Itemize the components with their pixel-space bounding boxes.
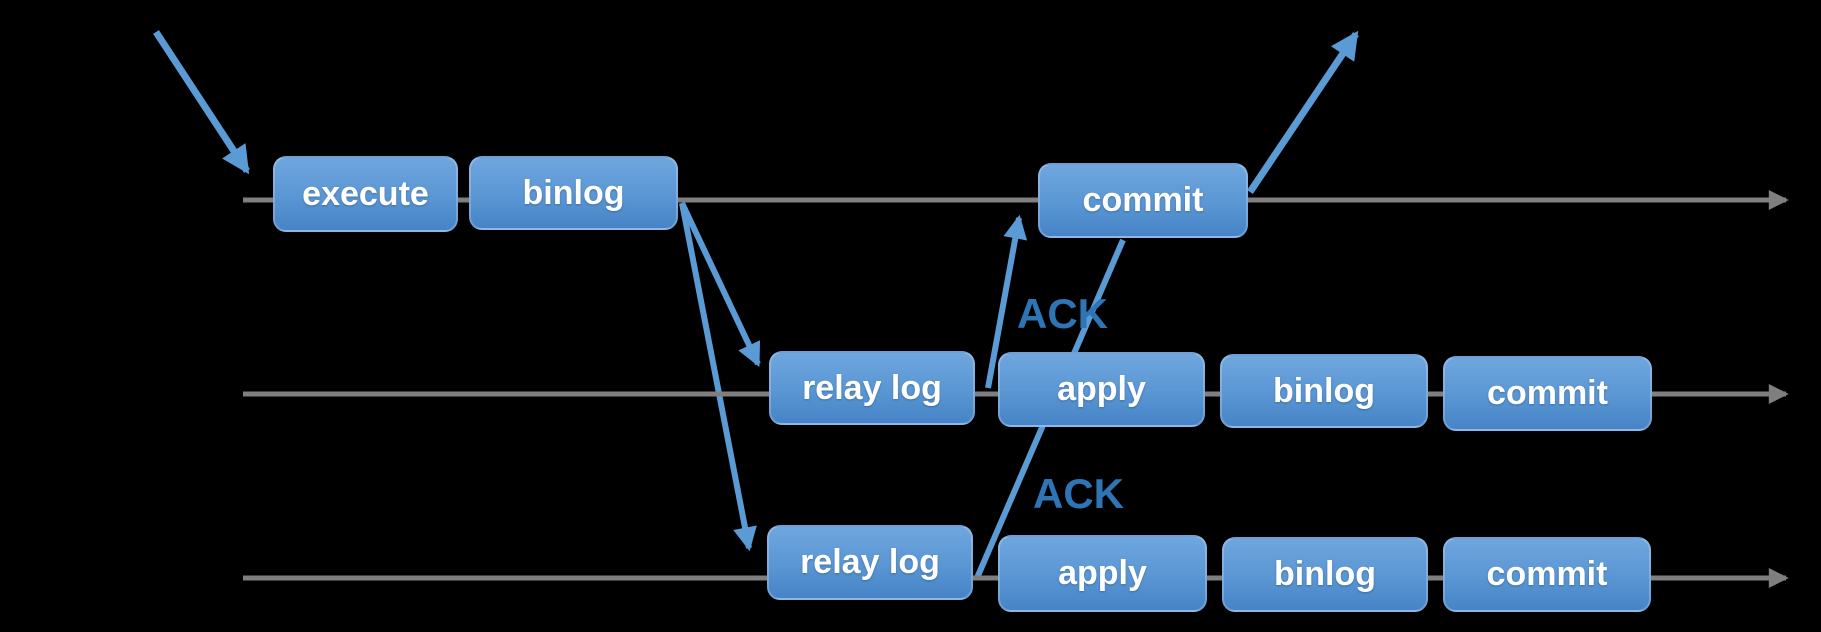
replica1-ack-label: ACK bbox=[1017, 290, 1108, 337]
binlog-to-replica1-arrow bbox=[679, 201, 761, 368]
replica1-commit-box: commit bbox=[1443, 356, 1652, 431]
replica2-ack-label: ACK bbox=[1033, 470, 1124, 517]
replica1-relay-log-box: relay log bbox=[769, 351, 975, 425]
client-request-arrow bbox=[153, 30, 250, 175]
master-execute-box: execute bbox=[273, 156, 458, 232]
replica2-binlog-box: binlog bbox=[1222, 537, 1428, 612]
master-commit-box: commit bbox=[1038, 163, 1248, 238]
master-binlog-box: binlog bbox=[469, 156, 678, 230]
binlog-to-replica2-arrow bbox=[679, 202, 757, 552]
ack-replica1-arrow bbox=[985, 214, 1028, 389]
replica2-apply-box: apply bbox=[998, 535, 1207, 612]
replica1-binlog-box: binlog bbox=[1220, 354, 1428, 428]
replica2-relay-log-box: relay log bbox=[767, 525, 973, 600]
replica1-apply-box: apply bbox=[998, 352, 1205, 427]
replica2-commit-box: commit bbox=[1443, 537, 1651, 612]
reply-to-client-arrow bbox=[1247, 30, 1359, 194]
